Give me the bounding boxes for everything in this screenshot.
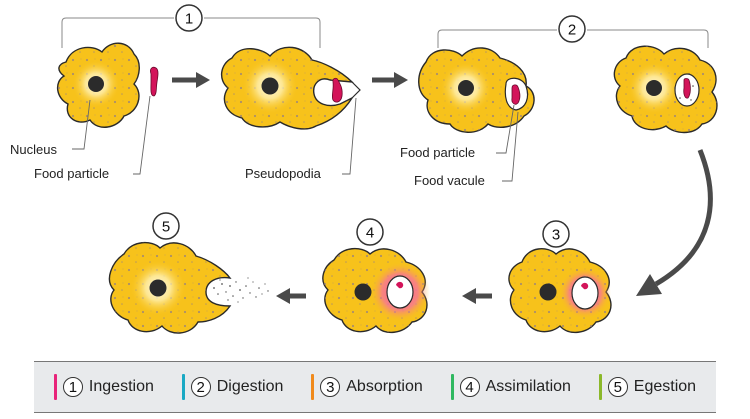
legend-item-digestion: 2 Digestion (181, 374, 284, 400)
step-1-badge: 1 (175, 4, 203, 32)
legend-number: 4 (459, 377, 480, 397)
legend-label: Assimilation (485, 378, 571, 395)
svg-text:3: 3 (552, 227, 560, 244)
svg-text:Food particle: Food particle (400, 145, 475, 160)
amoeba-stage-4 (322, 247, 430, 333)
label-nucleus: Nucleus (10, 99, 91, 157)
food-vacuole-4 (386, 275, 414, 309)
nucleus-4 (354, 283, 372, 301)
label-pseudopodia: Pseudopodia (245, 97, 357, 181)
legend-bar-absorption (311, 374, 315, 400)
food-particle-1b (331, 77, 343, 103)
svg-text:5: 5 (162, 219, 170, 236)
svg-text:Food vacule: Food vacule (414, 173, 485, 188)
legend-item-assimilation: 4 Assimilation (450, 374, 571, 400)
svg-text:1: 1 (185, 11, 193, 28)
legend-bar-assimilation (450, 374, 454, 400)
legend-item-ingestion: 1 Ingestion (53, 374, 154, 400)
nucleus-5 (149, 279, 167, 297)
legend-item-absorption: 3 Absorption (311, 374, 423, 400)
legend-number: 5 (607, 377, 628, 397)
nucleus-2b (646, 80, 662, 96)
food-vacuole-3 (571, 276, 599, 310)
legend-bar-digestion (181, 374, 185, 400)
nucleus-1b (261, 77, 279, 95)
legend-label: Egestion (633, 378, 697, 395)
legend-number: 1 (62, 377, 83, 397)
diagram-canvas: 1 2 Nucleus Food particle Pseudopodia (10, 4, 718, 334)
food-particle-2b (683, 78, 691, 99)
amoeba-stage-1b (221, 46, 361, 130)
step-5-badge: 5 (152, 212, 180, 240)
amoeba-stage-5 (108, 241, 232, 334)
svg-text:Food particle: Food particle (34, 166, 109, 181)
step-2-badge: 2 (558, 15, 586, 43)
step-3-badge: 3 (542, 220, 570, 248)
nucleus-1a (88, 76, 104, 92)
legend: 1 Ingestion 2 Digestion 3 Absorption 4 A… (34, 361, 716, 413)
label-food-particle-2: Food particle (400, 104, 515, 160)
svg-text:2: 2 (568, 22, 576, 39)
legend-label: Absorption (346, 378, 423, 395)
amoeba-stage-1a (57, 42, 140, 128)
nucleus-2a (458, 80, 474, 96)
svg-text:4: 4 (366, 225, 374, 242)
label-food-particle-1: Food particle (34, 95, 151, 181)
food-particle-1a (150, 66, 159, 97)
amoeba-stage-2b (613, 45, 718, 134)
step-4-badge: 4 (356, 218, 384, 246)
nucleus-3 (539, 283, 557, 301)
legend-item-egestion: 5 Egestion (598, 374, 697, 400)
svg-text:Nucleus: Nucleus (10, 142, 57, 157)
legend-bar-egestion (598, 374, 602, 400)
legend-bar-ingestion (53, 374, 57, 400)
legend-number: 2 (190, 377, 211, 397)
amoeba-stage-3 (508, 248, 612, 333)
legend-label: Ingestion (88, 378, 154, 395)
bracket-step-1 (61, 17, 321, 48)
bracket-step-2 (437, 29, 709, 48)
arrow-curved (654, 149, 713, 287)
egested-waste (213, 277, 269, 303)
food-particle-2a (511, 84, 521, 105)
legend-number: 3 (320, 377, 341, 397)
label-food-vacule: Food vacule (414, 111, 519, 188)
amoeba-stage-2a (418, 47, 535, 133)
legend-label: Digestion (216, 378, 284, 395)
svg-text:Pseudopodia: Pseudopodia (245, 166, 322, 181)
